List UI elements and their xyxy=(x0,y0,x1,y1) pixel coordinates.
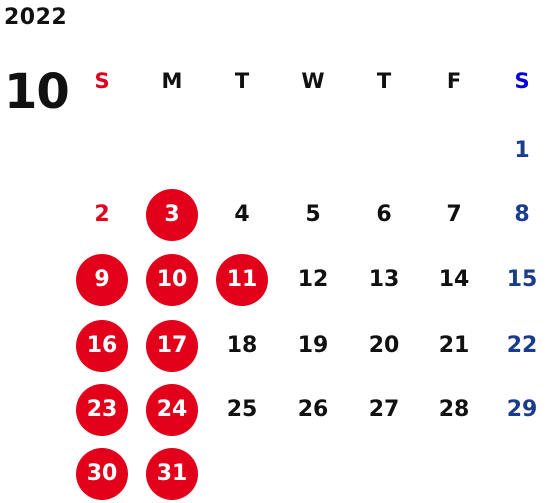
day-8[interactable]: 8 xyxy=(514,202,530,227)
day-1[interactable]: 1 xyxy=(514,138,530,163)
weekday-friday: F xyxy=(446,69,462,93)
day-28[interactable]: 28 xyxy=(438,397,470,422)
weekday-monday: M xyxy=(161,69,183,93)
day-23[interactable]: 23 xyxy=(76,384,128,436)
day-11[interactable]: 11 xyxy=(216,254,268,306)
weekday-sunday: S xyxy=(94,69,110,93)
day-27[interactable]: 27 xyxy=(368,397,400,422)
day-10[interactable]: 10 xyxy=(146,254,198,306)
weekday-tuesday: T xyxy=(234,69,250,93)
weekday-saturday: S xyxy=(514,69,530,93)
day-21[interactable]: 21 xyxy=(438,333,470,358)
day-7[interactable]: 7 xyxy=(446,202,462,227)
day-9[interactable]: 9 xyxy=(76,254,128,306)
day-24[interactable]: 24 xyxy=(146,384,198,436)
day-14[interactable]: 14 xyxy=(438,267,470,292)
day-29[interactable]: 29 xyxy=(506,397,538,422)
day-16[interactable]: 16 xyxy=(76,320,128,372)
day-15[interactable]: 15 xyxy=(506,267,538,292)
day-26[interactable]: 26 xyxy=(297,397,329,422)
calendar-year: 2022 xyxy=(4,5,68,30)
day-25[interactable]: 25 xyxy=(226,397,258,422)
day-12[interactable]: 12 xyxy=(297,267,329,292)
day-4[interactable]: 4 xyxy=(234,202,250,227)
day-17[interactable]: 17 xyxy=(146,320,198,372)
day-13[interactable]: 13 xyxy=(368,267,400,292)
day-22[interactable]: 22 xyxy=(506,333,538,358)
weekday-wednesday: W xyxy=(301,69,325,93)
day-6[interactable]: 6 xyxy=(376,202,392,227)
day-30[interactable]: 30 xyxy=(76,448,128,500)
calendar-month: 10 xyxy=(4,64,70,120)
day-5[interactable]: 5 xyxy=(305,202,321,227)
day-3[interactable]: 3 xyxy=(146,189,198,241)
weekday-thursday: T xyxy=(376,69,392,93)
day-31[interactable]: 31 xyxy=(146,448,198,500)
day-2[interactable]: 2 xyxy=(94,202,110,227)
day-18[interactable]: 18 xyxy=(226,333,258,358)
day-20[interactable]: 20 xyxy=(368,333,400,358)
day-19[interactable]: 19 xyxy=(297,333,329,358)
